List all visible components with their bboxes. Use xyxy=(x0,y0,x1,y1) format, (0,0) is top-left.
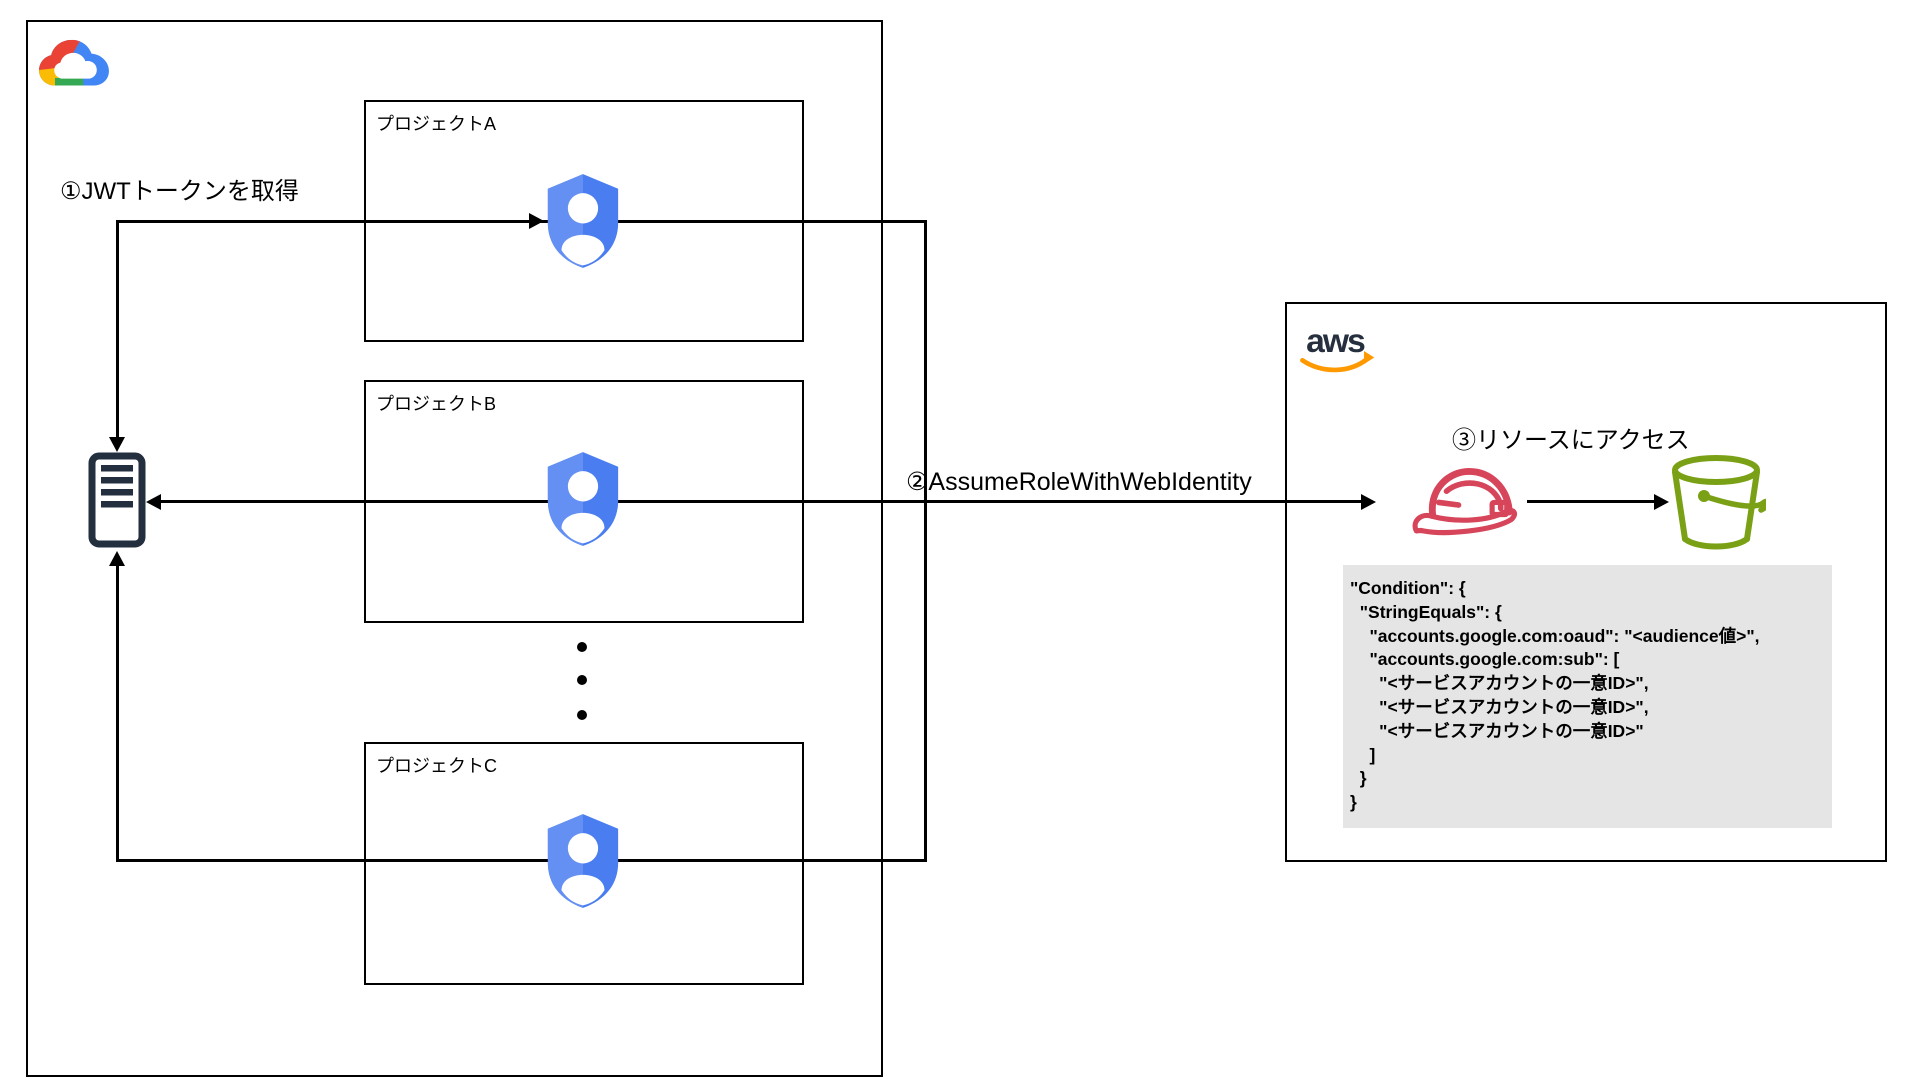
ellipsis-dot xyxy=(577,710,587,720)
arrow-line-jwt-vertical xyxy=(116,220,119,438)
token-server-icon xyxy=(88,452,146,548)
code-line: "StringEquals": { xyxy=(1350,601,1502,622)
arrow-line-resource-access xyxy=(1527,500,1655,503)
aws-account-box xyxy=(1285,302,1887,862)
gcp-account-box xyxy=(26,20,883,1077)
service-account-shield-icon-a xyxy=(542,172,624,270)
code-line: "accounts.google.com:oaud": "<audience値>… xyxy=(1350,625,1760,646)
ellipsis-dot xyxy=(577,642,587,652)
google-cloud-logo-icon xyxy=(36,34,112,96)
code-line: ] xyxy=(1350,744,1376,765)
arrowhead-into-shield-a xyxy=(529,213,544,229)
arrow-line-bottom-horizontal xyxy=(116,859,926,862)
aws-logo-icon: aws xyxy=(1294,322,1378,380)
project-label-a: プロジェクトA xyxy=(376,114,497,134)
arrow-line-jwt-horizontal xyxy=(116,220,926,223)
project-label-c: プロジェクトC xyxy=(376,756,497,776)
arrow-line-right-connector xyxy=(924,220,927,862)
arrow-line-assume-role xyxy=(160,500,1362,503)
project-box-c: プロジェクトC xyxy=(364,742,804,985)
policy-code-block: "Condition": { "StringEquals": { "accoun… xyxy=(1343,565,1832,828)
arrowhead-into-iam-role xyxy=(1361,494,1376,510)
ellipsis-dot xyxy=(577,675,587,685)
code-line: "<サービスアカウントの一意ID>" xyxy=(1350,720,1644,741)
iam-role-hard-hat-icon xyxy=(1412,460,1524,538)
code-line: "<サービスアカウントの一意ID>", xyxy=(1350,696,1649,717)
arrowhead-into-server-bottom xyxy=(109,551,125,566)
arrow-line-bottom-vertical xyxy=(116,566,119,862)
jwt-step-label: ①JWTトークンを取得 xyxy=(60,178,299,205)
project-label-b: プロジェクトB xyxy=(376,394,497,414)
code-line: } xyxy=(1350,768,1367,789)
assume-role-label: ②AssumeRoleWithWebIdentity xyxy=(906,468,1252,496)
resource-access-label: ③リソースにアクセス xyxy=(1452,427,1690,454)
arrowhead-into-bucket xyxy=(1654,494,1669,510)
aws-logo-text: aws xyxy=(1306,323,1365,360)
service-account-shield-icon-b xyxy=(542,450,624,548)
code-line: } xyxy=(1350,792,1357,813)
arrowhead-into-server-right xyxy=(146,494,161,510)
arrowhead-into-server-top xyxy=(109,437,125,452)
code-line: "accounts.google.com:sub": [ xyxy=(1350,649,1620,670)
code-line: "<サービスアカウントの一意ID>", xyxy=(1350,673,1649,694)
code-line: "Condition": { xyxy=(1350,578,1466,598)
service-account-shield-icon-c xyxy=(542,812,624,910)
s3-bucket-icon xyxy=(1666,454,1766,554)
